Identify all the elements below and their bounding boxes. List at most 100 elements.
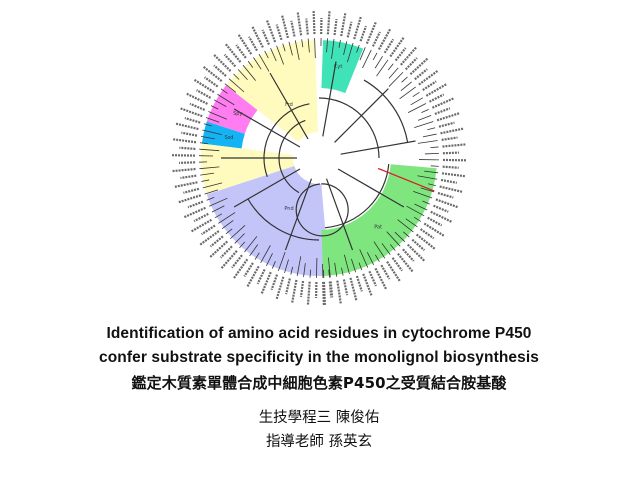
internal-branch <box>284 178 313 251</box>
leaf-branch <box>328 269 330 278</box>
leaf-label-mark <box>435 198 458 209</box>
leaf-label-mark <box>275 276 285 300</box>
leaf-label-mark <box>305 18 309 35</box>
internal-branch <box>325 178 354 251</box>
leaf-branch <box>276 45 285 65</box>
leaf-branch <box>422 200 430 205</box>
leaf-label-mark <box>275 24 283 41</box>
leaf-label-mark <box>423 222 445 237</box>
leaf-branch <box>386 231 401 247</box>
clade-sector-spy-1 <box>206 85 258 134</box>
leaf-branch <box>290 266 294 275</box>
leaf-label-mark <box>428 93 445 103</box>
leaf-label-mark <box>397 252 414 273</box>
leaf-label-mark <box>256 268 266 285</box>
leaf-label-mark <box>359 25 367 42</box>
leaf-label-mark <box>219 245 233 259</box>
leaf-label-mark <box>237 34 253 55</box>
leaf-branch <box>284 259 289 274</box>
leaf-branch <box>424 170 439 174</box>
leaf-branch <box>413 216 422 222</box>
leaf-branch <box>397 219 414 233</box>
leaf-label-mark <box>368 270 377 287</box>
clade-sector-frd-4 <box>201 143 295 195</box>
internal-branch <box>363 79 409 143</box>
leaf-label-mark <box>440 127 464 135</box>
leaf-label-mark <box>179 161 196 164</box>
leaf-branch <box>389 244 396 251</box>
leaf-label-mark <box>400 46 417 66</box>
leaf-branch <box>210 105 219 110</box>
leaf-label-mark <box>326 11 331 35</box>
leaf-branch <box>343 41 348 55</box>
leaf-branch <box>430 146 439 149</box>
leaf-label-mark <box>233 258 249 279</box>
leaf-branch <box>301 39 304 48</box>
leaf-label-mark <box>175 122 199 131</box>
leaf-label-mark <box>383 38 395 54</box>
leaf-label-mark <box>342 279 349 296</box>
clade-label-frd: Frd <box>285 102 293 108</box>
leaf-branch <box>244 236 258 253</box>
leaf-branch <box>356 44 360 53</box>
leaf-branch <box>205 117 220 123</box>
leaf-label-mark <box>374 267 387 290</box>
leaf-label-mark <box>220 250 238 269</box>
leaf-label-mark <box>362 273 373 296</box>
leaf-label-mark <box>312 11 316 35</box>
leaf-label-mark <box>389 37 405 58</box>
leaf-branch <box>381 243 391 255</box>
internal-branch <box>325 164 390 229</box>
leaf-branch <box>277 251 286 272</box>
leaf-label-mark <box>248 36 258 52</box>
leaf-branch <box>296 256 302 277</box>
leaf-branch <box>421 109 429 113</box>
leaf-branch <box>326 38 328 53</box>
leaf-label-mark <box>419 228 435 240</box>
leaf-branch <box>338 39 341 48</box>
leaf-branch <box>228 78 245 93</box>
leaf-label-mark <box>260 271 272 294</box>
leaf-label-mark <box>434 107 451 115</box>
leaf-label-mark <box>270 274 279 291</box>
leaf-branch <box>422 133 437 138</box>
leaf-branch <box>374 56 383 69</box>
leaf-label-mark <box>251 26 264 48</box>
leaf-label-mark <box>306 281 311 305</box>
leaf-label-mark <box>329 281 334 298</box>
leaf-label-mark <box>261 29 270 45</box>
leaf-label-mark <box>340 13 347 37</box>
leaf-branch <box>260 245 271 264</box>
leaf-branch <box>401 76 408 83</box>
leaf-label-mark <box>187 200 204 209</box>
leaf-branch <box>199 148 220 152</box>
leaf-label-mark <box>199 230 220 246</box>
leaf-label-mark <box>439 185 463 193</box>
leaf-branch <box>407 103 427 113</box>
leaf-label-mark <box>336 280 342 304</box>
leaf-label-mark <box>243 262 254 278</box>
leaf-label-mark <box>415 233 436 250</box>
leaf-branch <box>214 213 223 219</box>
leaf-branch <box>208 111 227 120</box>
leaf-branch <box>208 197 228 207</box>
leaf-branch <box>213 99 227 107</box>
leaf-branch <box>412 91 420 98</box>
leaf-branch <box>406 205 425 217</box>
leaf-branch <box>282 43 286 52</box>
leaf-branch <box>417 175 438 180</box>
internal-branch <box>247 198 320 241</box>
leaf-label-mark <box>202 66 223 83</box>
leaf-label-mark <box>402 248 415 262</box>
leaf-branch <box>266 253 273 267</box>
leaf-label-mark <box>386 261 401 282</box>
leaf-label-mark <box>213 54 232 72</box>
clade-label-cyt: Cyt <box>334 64 342 70</box>
leaf-label-mark <box>178 194 202 204</box>
leaf-branch <box>309 269 312 278</box>
leaf-branch <box>405 218 418 228</box>
tree-branches <box>199 38 439 278</box>
leaf-branch <box>217 93 235 106</box>
